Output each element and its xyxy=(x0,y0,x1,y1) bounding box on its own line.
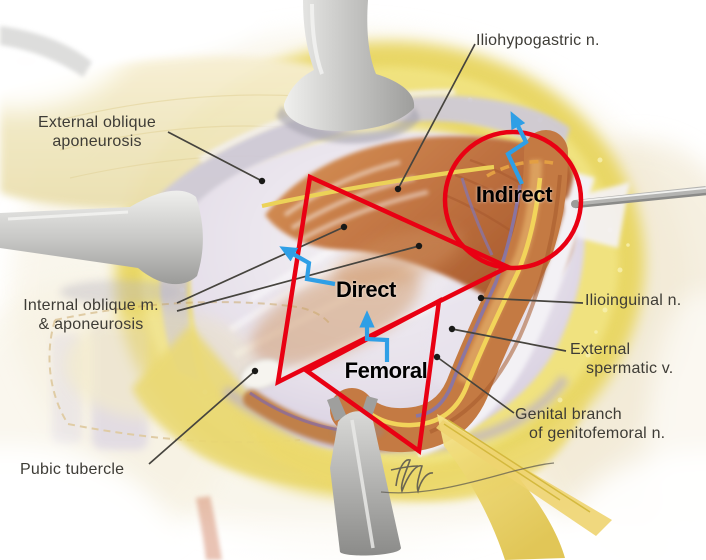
leader-external-oblique xyxy=(167,131,263,182)
label-line: & aponeurosis xyxy=(38,316,144,333)
nerve-fan-bottom-right xyxy=(436,414,612,560)
indirect-arrow xyxy=(505,111,529,185)
label-line: External oblique xyxy=(38,114,156,131)
label-internal-oblique: Internal oblique m. & aponeurosis xyxy=(2,296,180,334)
leader-external-spermatic xyxy=(451,328,567,352)
label-direct-hernia: Direct xyxy=(336,277,396,302)
label-indirect-hernia: Indirect xyxy=(475,182,553,207)
vessel-loop xyxy=(196,496,222,560)
label-femoral-hernia: Femoral xyxy=(344,358,428,383)
probe-right xyxy=(571,186,706,209)
label-line: Internal oblique m. xyxy=(23,297,159,314)
clamp-bottom xyxy=(327,396,401,556)
artist-signature xyxy=(380,459,555,494)
leader-internal-oblique-1 xyxy=(176,226,345,304)
label-line: External xyxy=(570,341,631,358)
hernia-arrows xyxy=(279,111,529,362)
label-line: spermatic v. xyxy=(586,360,674,377)
label-external-spermatic-v: External spermatic v. xyxy=(570,340,673,378)
label-line: aponeurosis xyxy=(52,133,142,150)
femoral-triangle xyxy=(302,296,442,456)
label-external-oblique-aponeurosis: External oblique aponeurosis xyxy=(12,113,182,151)
ilioinguinal-nerve-line xyxy=(366,177,543,428)
label-genital-branch: Genital branch of genitofemoral n. xyxy=(515,405,665,443)
pubic-tubercle-knob xyxy=(240,358,284,390)
lower-fat-wedge xyxy=(132,325,420,483)
label-pubic-tubercle: Pubic tubercle xyxy=(20,461,125,478)
label-line: Genital branch xyxy=(515,406,622,423)
hernia-overlay xyxy=(275,129,584,456)
label-iliohypogastric-n: Iliohypogastric n. xyxy=(476,32,600,49)
leader-internal-oblique-2 xyxy=(176,245,420,312)
leader-lines xyxy=(148,43,584,465)
iliohypogastric-nerve-line xyxy=(261,159,554,209)
retractor-corner-wisp xyxy=(0,26,92,77)
leader-ilioinguinal xyxy=(480,297,584,304)
indirect-hernia-circle xyxy=(442,129,584,271)
femoral-arrow xyxy=(359,310,390,362)
leader-iliohypogastric xyxy=(397,43,476,190)
leader-pubic-tubercle xyxy=(148,370,256,465)
external-spermatic-vessel-line xyxy=(415,184,522,418)
direct-arrow xyxy=(279,246,336,287)
leader-dots xyxy=(251,177,485,375)
label-line: of genitofemoral n. xyxy=(529,425,666,442)
retractor-left xyxy=(0,190,203,304)
leader-genital-branch xyxy=(436,356,515,414)
label-ilioinguinal-n: Ilioinguinal n. xyxy=(585,292,682,309)
retractor-top xyxy=(276,0,420,144)
